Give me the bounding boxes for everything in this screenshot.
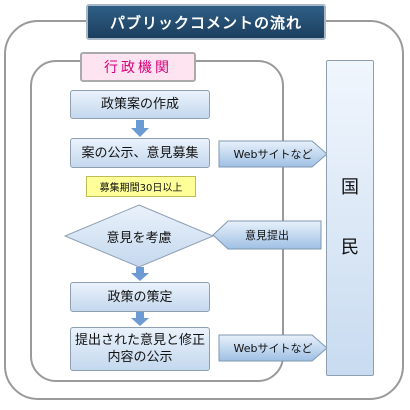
channel-label: Webサイトなど xyxy=(233,148,313,161)
arrow-down-icon xyxy=(131,312,149,326)
step-decide: 政策の策定 xyxy=(70,282,210,312)
channel-label: 意見提出 xyxy=(245,229,289,242)
channel-website-right-arrow: Webサイトなど xyxy=(218,140,328,168)
government-label: 行政機関 xyxy=(80,52,196,82)
step-draft: 政策案の作成 xyxy=(70,90,210,119)
step-publish: 提出された意見と修正内容の公示 xyxy=(70,327,210,371)
public-label-char: 国 xyxy=(341,177,359,198)
right-arrow-shape xyxy=(218,334,328,362)
public-box: 国 民 xyxy=(326,60,374,376)
diagram-title: パブリックコメントの流れ xyxy=(86,4,326,40)
right-arrow-shape xyxy=(218,140,328,168)
arrow-down-icon xyxy=(131,120,149,137)
arrow-down-icon xyxy=(131,267,149,281)
left-arrow-shape xyxy=(212,220,322,250)
step-announce: 案の公示、意見募集 xyxy=(70,138,210,168)
period-note: 募集期間30日以上 xyxy=(86,176,196,197)
channel-website-right-arrow: Webサイトなど xyxy=(218,334,328,362)
public-label-char: 民 xyxy=(341,237,359,258)
step-consider: 意見を考慮 xyxy=(106,230,172,246)
channel-label: Webサイトなど xyxy=(233,342,313,355)
channel-opinion-left-arrow: 意見提出 xyxy=(212,220,322,250)
